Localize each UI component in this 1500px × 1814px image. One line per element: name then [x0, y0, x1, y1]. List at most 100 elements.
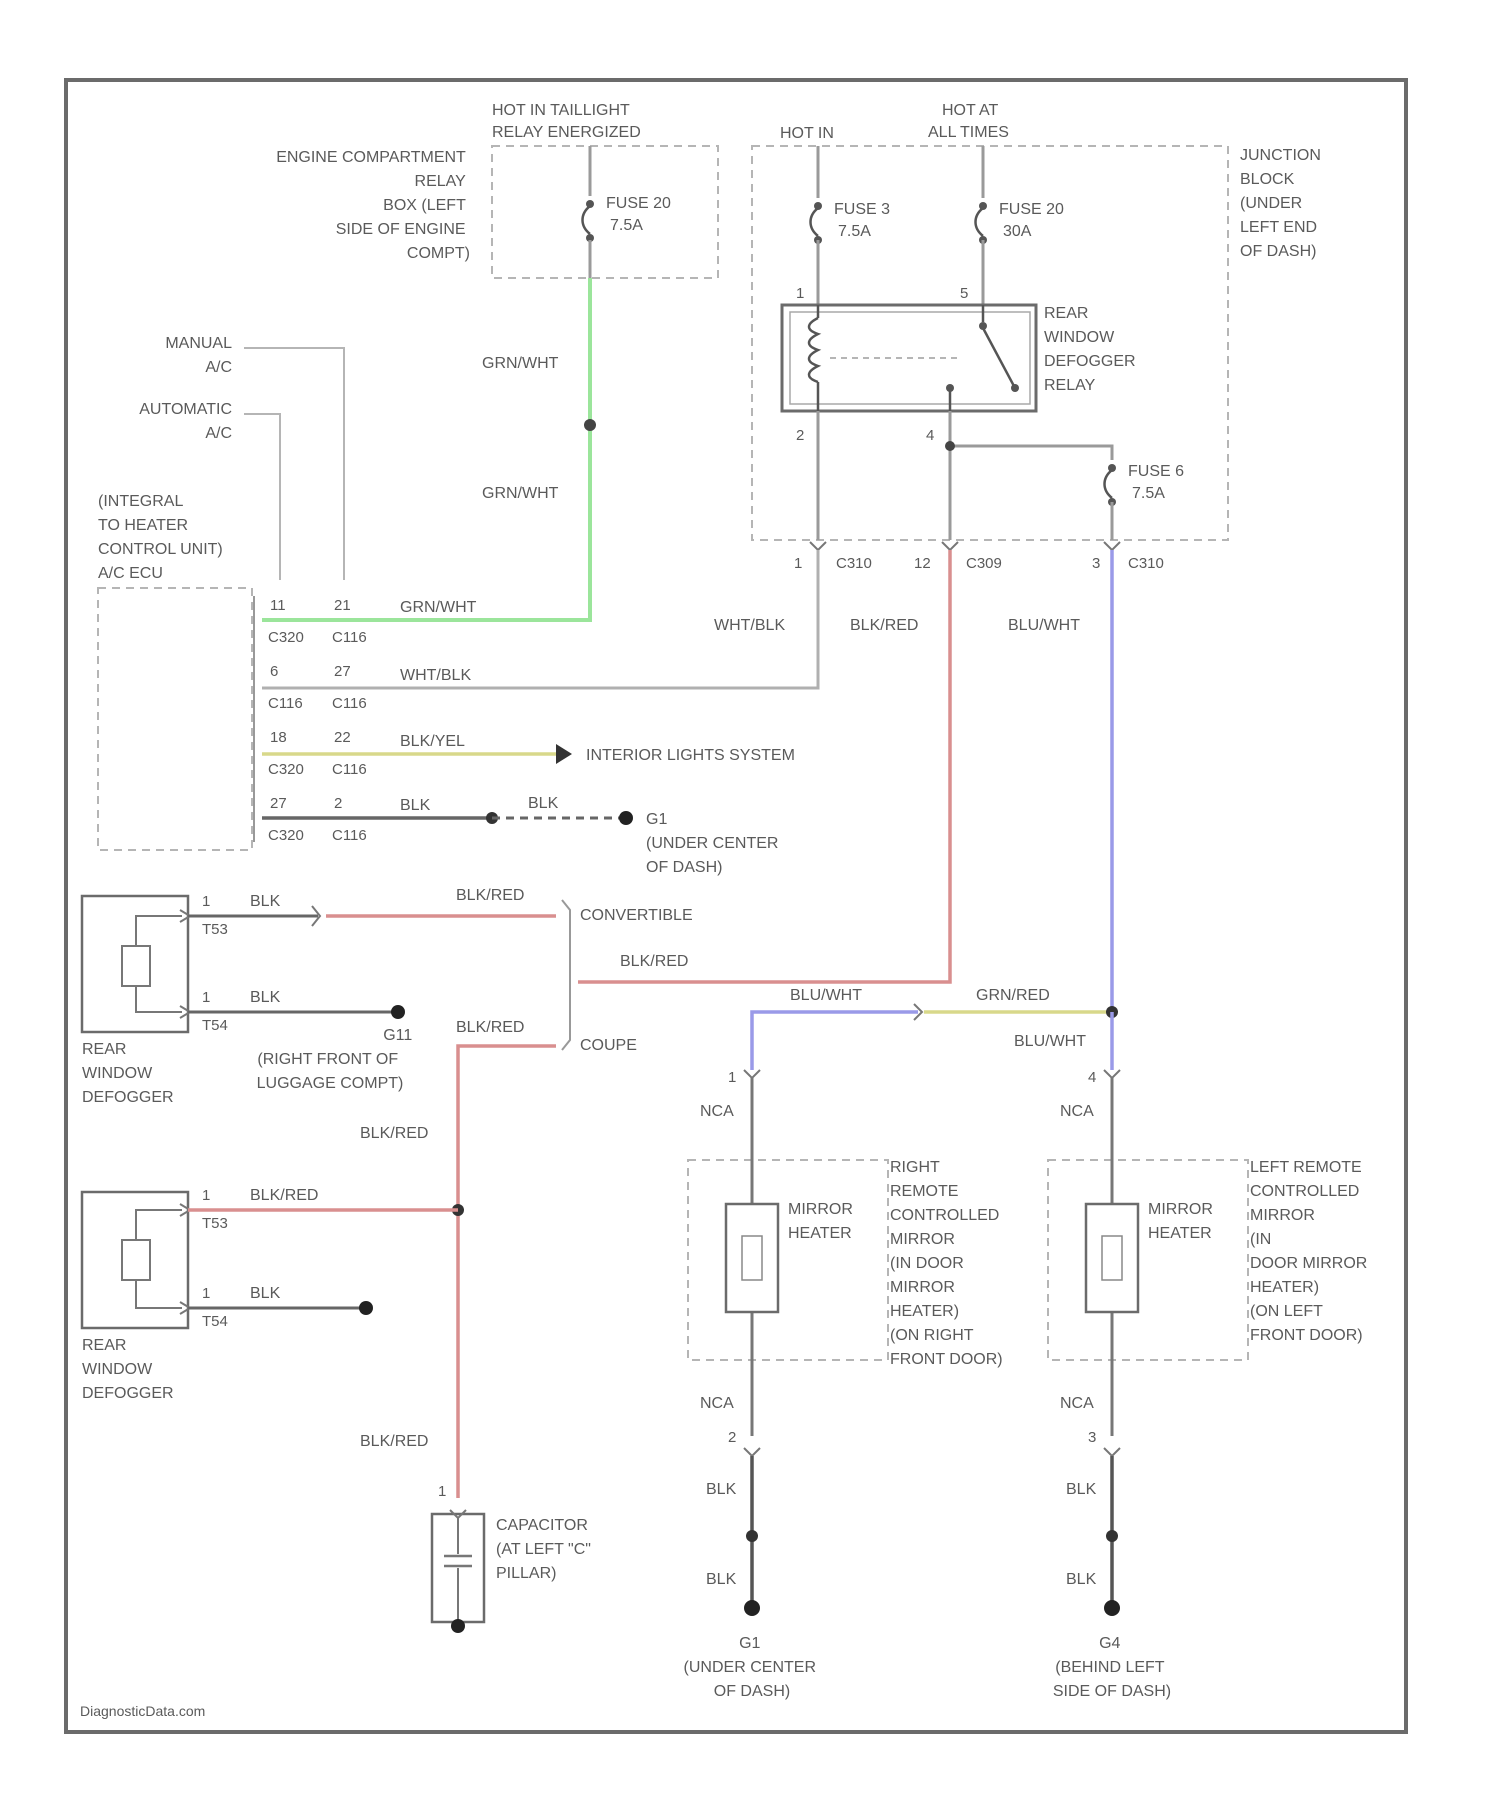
- coupe-label: COUPE: [580, 1037, 637, 1054]
- right-mirror-label: RIGHT REMOTE CONTROLLED MIRROR (IN DOOR …: [890, 1159, 1004, 1368]
- svg-text:BLK/YEL: BLK/YEL: [400, 733, 465, 750]
- svg-text:21: 21: [334, 597, 351, 614]
- grn-wht-wire: [262, 278, 590, 620]
- left-mirror-heater: [1086, 1204, 1138, 1312]
- svg-text:2: 2: [334, 795, 342, 812]
- svg-text:C116: C116: [332, 695, 367, 712]
- svg-text:T54: T54: [202, 1313, 228, 1330]
- svg-text:NCA: NCA: [1060, 1103, 1094, 1120]
- svg-text:BLK: BLK: [528, 795, 559, 812]
- engine-relay-box-outline: [492, 146, 718, 278]
- svg-text:12: 12: [914, 555, 931, 572]
- fuse6-feed: [950, 446, 1112, 460]
- fuse20a-symbol: [583, 206, 591, 234]
- svg-text:NCA: NCA: [700, 1395, 734, 1412]
- ac-ecu-outline: [98, 588, 252, 850]
- svg-text:1: 1: [202, 1285, 210, 1302]
- ecu-label: (INTEGRAL TO HEATER CONTROL UNIT) A/C EC…: [98, 493, 227, 582]
- fuse20a-label: FUSE 207.5A: [606, 195, 671, 234]
- svg-text:1: 1: [794, 555, 802, 572]
- grn-wht-label-3: GRN/WHT: [400, 599, 477, 616]
- svg-text:C310: C310: [836, 555, 872, 572]
- g1-ground-b: [744, 1600, 760, 1616]
- svg-text:C116: C116: [332, 629, 367, 646]
- svg-text:22: 22: [334, 729, 351, 746]
- svg-text:1: 1: [202, 989, 210, 1006]
- svg-text:NCA: NCA: [1060, 1395, 1094, 1412]
- svg-text:BLK/RED: BLK/RED: [250, 1187, 318, 1204]
- svg-text:1: 1: [202, 893, 210, 910]
- svg-text:4: 4: [1088, 1069, 1096, 1086]
- svg-text:WHT/BLK: WHT/BLK: [714, 617, 785, 634]
- g4-ground: [1104, 1600, 1120, 1616]
- svg-text:WHT/BLK: WHT/BLK: [400, 667, 471, 684]
- svg-text:C116: C116: [268, 695, 303, 712]
- defogger-coupe-ground: [359, 1301, 373, 1315]
- relay-coil: [809, 318, 818, 382]
- svg-text:1: 1: [438, 1483, 446, 1500]
- svg-text:BLK: BLK: [1066, 1481, 1097, 1498]
- interior-lights-label: INTERIOR LIGHTS SYSTEM: [586, 747, 795, 764]
- body-style-bracket: [562, 900, 570, 1050]
- defogger-label-2: REAR WINDOW DEFOGGER: [82, 1337, 174, 1402]
- svg-text:C310: C310: [1128, 555, 1164, 572]
- svg-text:BLU/WHT: BLU/WHT: [1008, 617, 1080, 634]
- svg-text:BLK: BLK: [250, 1285, 281, 1302]
- svg-text:BLK/RED: BLK/RED: [360, 1125, 428, 1142]
- svg-text:C320: C320: [268, 629, 304, 646]
- fuse3-symbol: [811, 208, 819, 236]
- svg-text:2: 2: [728, 1429, 736, 1446]
- right-mirror-outline: [688, 1160, 888, 1360]
- grn-wht-label-1: GRN/WHT: [482, 355, 559, 372]
- svg-text:C320: C320: [268, 761, 304, 778]
- svg-text:3: 3: [1092, 555, 1100, 572]
- g4-label: G4 (BEHIND LEFT SIDE OF DASH): [1053, 1635, 1171, 1700]
- g11-ground: [391, 1005, 405, 1019]
- g1-label-a: G1 (UNDER CENTER OF DASH): [646, 811, 783, 876]
- svg-text:2: 2: [796, 427, 804, 444]
- svg-text:T53: T53: [202, 1215, 228, 1232]
- svg-text:BLK: BLK: [400, 797, 431, 814]
- svg-text:27: 27: [334, 663, 351, 680]
- svg-text:BLK/RED: BLK/RED: [620, 953, 688, 970]
- svg-text:BLU/WHT: BLU/WHT: [1014, 1033, 1086, 1050]
- svg-text:1: 1: [796, 285, 804, 302]
- svg-text:C116: C116: [332, 827, 367, 844]
- svg-text:BLK/RED: BLK/RED: [456, 1019, 524, 1036]
- junction-block-label: JUNCTION BLOCK (UNDER LEFT END OF DASH): [1240, 147, 1325, 260]
- left-mirror-outline: [1048, 1160, 1248, 1360]
- relay-label: REAR WINDOW DEFOGGER RELAY: [1044, 305, 1140, 394]
- engine-relay-box-label: ENGINE COMPARTMENT RELAY BOX (LEFT SIDE …: [276, 149, 470, 262]
- right-mirror-heater: [726, 1204, 778, 1312]
- g1-label-b: G1 (UNDER CENTER OF DASH): [684, 1635, 821, 1700]
- fuse20b-symbol: [976, 208, 984, 236]
- svg-text:C320: C320: [268, 827, 304, 844]
- svg-text:5: 5: [960, 285, 968, 302]
- defogger-label-1: REAR WINDOW DEFOGGER: [82, 1041, 174, 1106]
- footer-credit: DiagnosticData.com: [80, 1703, 205, 1719]
- svg-text:BLK/RED: BLK/RED: [456, 887, 524, 904]
- fuse6-symbol: [1105, 470, 1113, 498]
- svg-text:27: 27: [270, 795, 287, 812]
- svg-text:BLK: BLK: [1066, 1571, 1097, 1588]
- svg-text:BLK: BLK: [706, 1481, 737, 1498]
- svg-text:BLK: BLK: [250, 989, 281, 1006]
- svg-text:1: 1: [728, 1069, 736, 1086]
- svg-text:11: 11: [270, 597, 286, 614]
- left-mirror-label: LEFT REMOTE CONTROLLED MIRROR (IN DOOR M…: [1250, 1159, 1372, 1344]
- capacitor-label: CAPACITOR (AT LEFT "C" PILLAR): [496, 1517, 595, 1582]
- svg-text:C116: C116: [332, 761, 367, 778]
- svg-text:GRN/RED: GRN/RED: [976, 987, 1050, 1004]
- svg-text:BLK: BLK: [706, 1571, 737, 1588]
- convertible-label: CONVERTIBLE: [580, 907, 693, 924]
- svg-text:C309: C309: [966, 555, 1002, 572]
